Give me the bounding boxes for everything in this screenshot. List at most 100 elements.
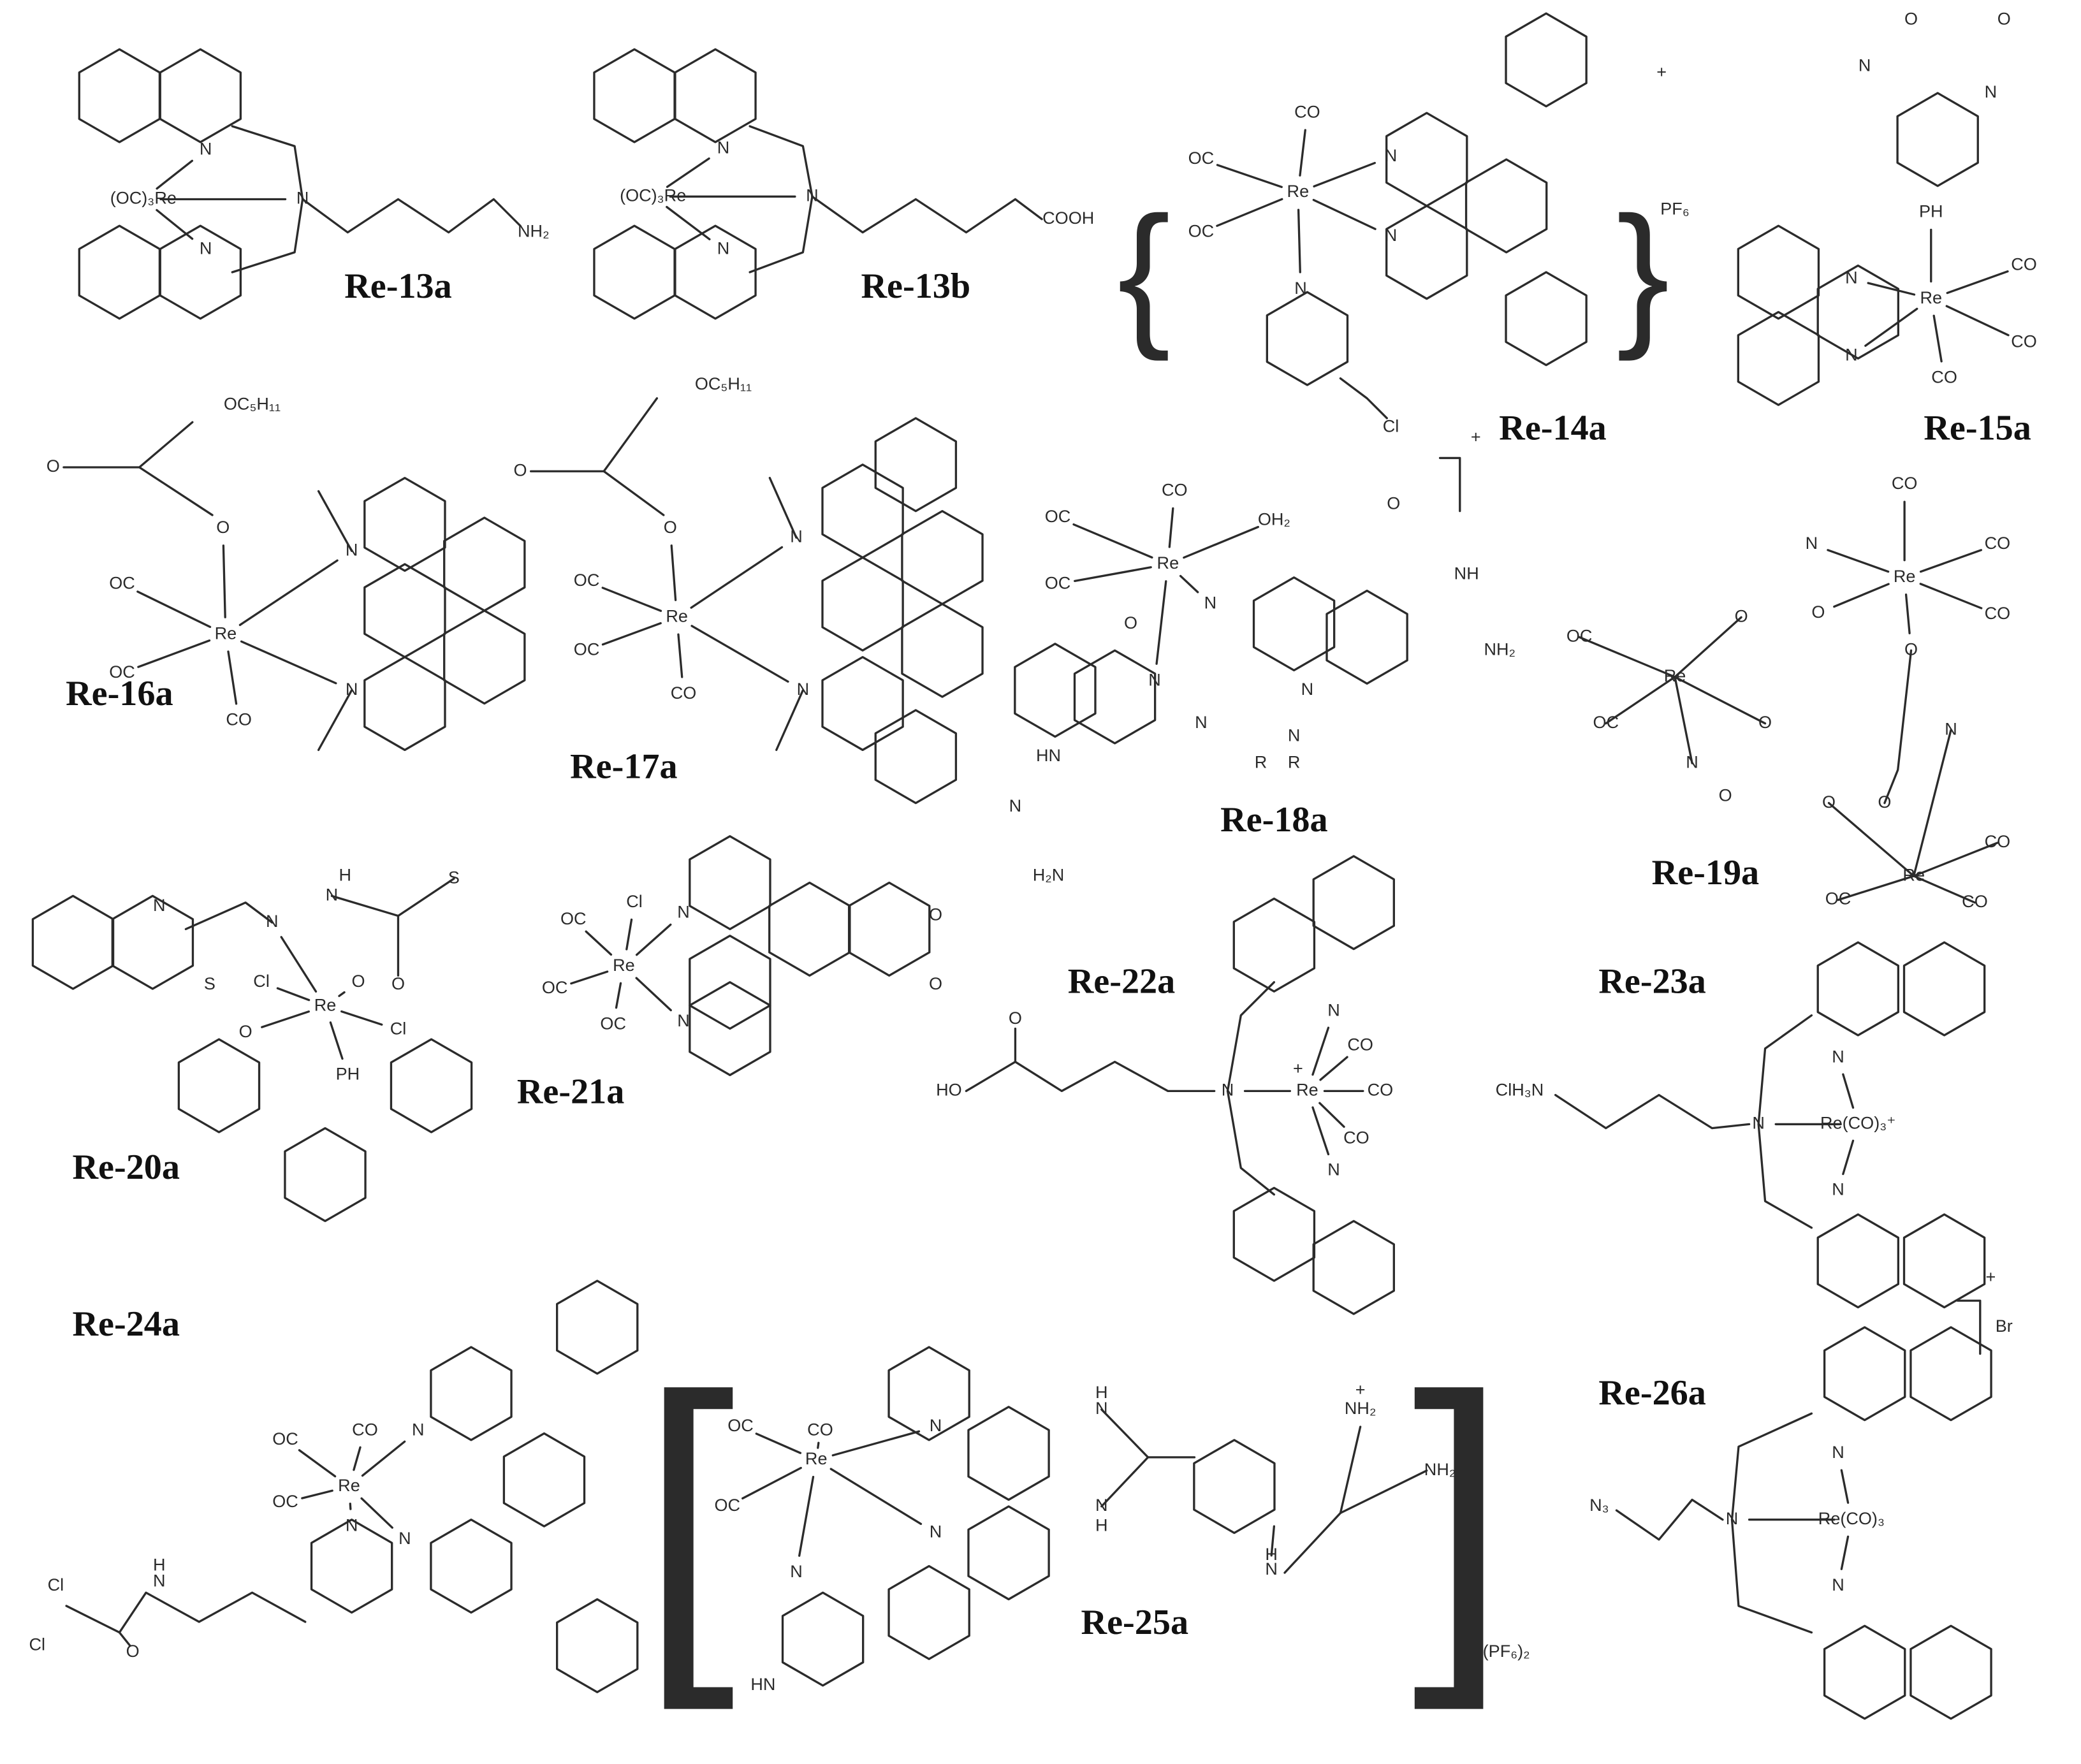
coordination-bond <box>615 982 622 1009</box>
atom-label: N <box>677 1011 690 1030</box>
ring <box>111 894 194 990</box>
coordination-bond <box>361 1440 406 1477</box>
atom-label: Re <box>1894 567 1916 586</box>
atom-label: N <box>790 1562 803 1581</box>
atom-label: OC <box>542 978 568 997</box>
atom-label: Re <box>666 606 688 625</box>
drawing-layer: (OC)₃ReNNNNH₂Re-13a(OC)₃ReNNNCOOHRe-13bR… <box>29 10 2037 1720</box>
coordination-bond <box>227 650 238 705</box>
atom-label: N <box>1009 796 1022 815</box>
atom-label: CO <box>1162 481 1188 500</box>
atom-label: CO <box>1985 534 2011 553</box>
atom-label: O <box>1124 613 1137 632</box>
atom-label: OC <box>109 662 135 682</box>
ring <box>443 609 526 705</box>
atom-label: N₃ <box>1589 1496 1609 1515</box>
coordination-bond <box>1319 1056 1348 1081</box>
atom-label: S <box>448 868 460 887</box>
ring <box>967 1505 1050 1601</box>
ring <box>689 935 771 1030</box>
ring <box>1232 897 1316 993</box>
coordination-bond <box>741 1466 802 1500</box>
coordination-bond <box>353 1446 361 1471</box>
coordination-bond <box>1074 566 1152 583</box>
ring <box>874 709 958 805</box>
atom-label: Re <box>1902 865 1925 884</box>
atom-label: OC <box>714 1496 740 1515</box>
ring <box>1816 1213 1900 1309</box>
coordination-bond <box>276 987 310 1002</box>
bond-chain <box>1674 676 1767 725</box>
atom-label: + <box>1986 1267 1996 1287</box>
atom-label: N <box>398 1529 411 1548</box>
atom-label: OC <box>1566 627 1593 646</box>
bond-chain <box>1270 1525 1276 1557</box>
atom-label: O <box>1997 10 2011 29</box>
coordination-bond <box>1183 525 1260 559</box>
atom-label: N <box>717 138 730 157</box>
atom-label: PH <box>1919 201 1943 221</box>
atom-label: N <box>296 189 309 208</box>
atom-label: N <box>930 1416 942 1435</box>
ring <box>363 476 446 572</box>
coordination-bond <box>1827 549 1890 573</box>
coordination-bond <box>1833 583 1890 608</box>
bond-chain <box>748 125 814 198</box>
atom-label: N <box>1686 752 1698 771</box>
ring <box>430 1519 513 1614</box>
atom-label: O <box>1009 1009 1022 1028</box>
ring <box>1737 310 1820 406</box>
atom-label: N <box>677 903 690 922</box>
ring <box>1464 158 1548 254</box>
ring <box>689 980 771 1077</box>
atom-label: O <box>1719 785 1732 805</box>
bond-chain <box>1913 729 1952 877</box>
atom-label: N <box>346 540 358 559</box>
atom-label: O <box>1822 792 1836 812</box>
atom-label: OC <box>1825 889 1851 908</box>
coordination-bond <box>1867 282 1916 296</box>
coordination-bond <box>349 1503 352 1510</box>
bond-chain <box>1837 875 1915 901</box>
bond-chain <box>1757 1014 1813 1126</box>
coordination-bond <box>156 208 194 240</box>
coordination-bond <box>238 559 339 626</box>
ring <box>1385 205 1468 300</box>
atom-label: CO <box>352 1420 378 1439</box>
coordination-bond <box>280 936 318 993</box>
coordination-bond <box>338 991 346 997</box>
atom-label: Cl <box>626 892 643 911</box>
coordination-bond <box>1313 161 1376 188</box>
compound-label: Re-19a <box>1652 853 1760 893</box>
atom-label: Br <box>1996 1316 2013 1336</box>
atom-label: Re <box>613 956 635 975</box>
compound-label: Re-26a <box>1598 1373 1706 1413</box>
atom-label: O <box>1811 602 1825 622</box>
coordination-bond <box>601 622 662 646</box>
ring <box>1325 589 1408 685</box>
atom-label: N <box>1095 1399 1108 1418</box>
coordination-bond <box>1311 1106 1330 1156</box>
compound-label: Re-13a <box>344 266 452 306</box>
ring <box>1737 224 1820 320</box>
coordination-bond <box>298 1449 337 1478</box>
bond-chain <box>1757 1123 1813 1229</box>
compound-label: Re-16a <box>66 674 173 713</box>
atom-label: O <box>929 905 942 924</box>
ring <box>390 1038 473 1133</box>
atom-label: CO <box>1985 604 2011 623</box>
atom-label: N <box>1832 1180 1844 1199</box>
coordination-bond <box>1179 574 1199 594</box>
atom-label: O <box>1758 713 1772 732</box>
compound-label: Re-13b <box>861 266 970 306</box>
atom-label: N <box>1195 713 1208 732</box>
ring <box>847 881 931 977</box>
coordination-bond <box>1072 523 1153 559</box>
atom-label: HO <box>936 1080 962 1099</box>
atom-label: H₂N <box>1033 865 1065 884</box>
coordination-bond <box>1864 307 1918 347</box>
ring <box>363 563 446 659</box>
coordination-bond <box>340 1010 383 1026</box>
atom-label: N <box>1752 1114 1765 1133</box>
atom-label: R <box>1255 752 1267 771</box>
